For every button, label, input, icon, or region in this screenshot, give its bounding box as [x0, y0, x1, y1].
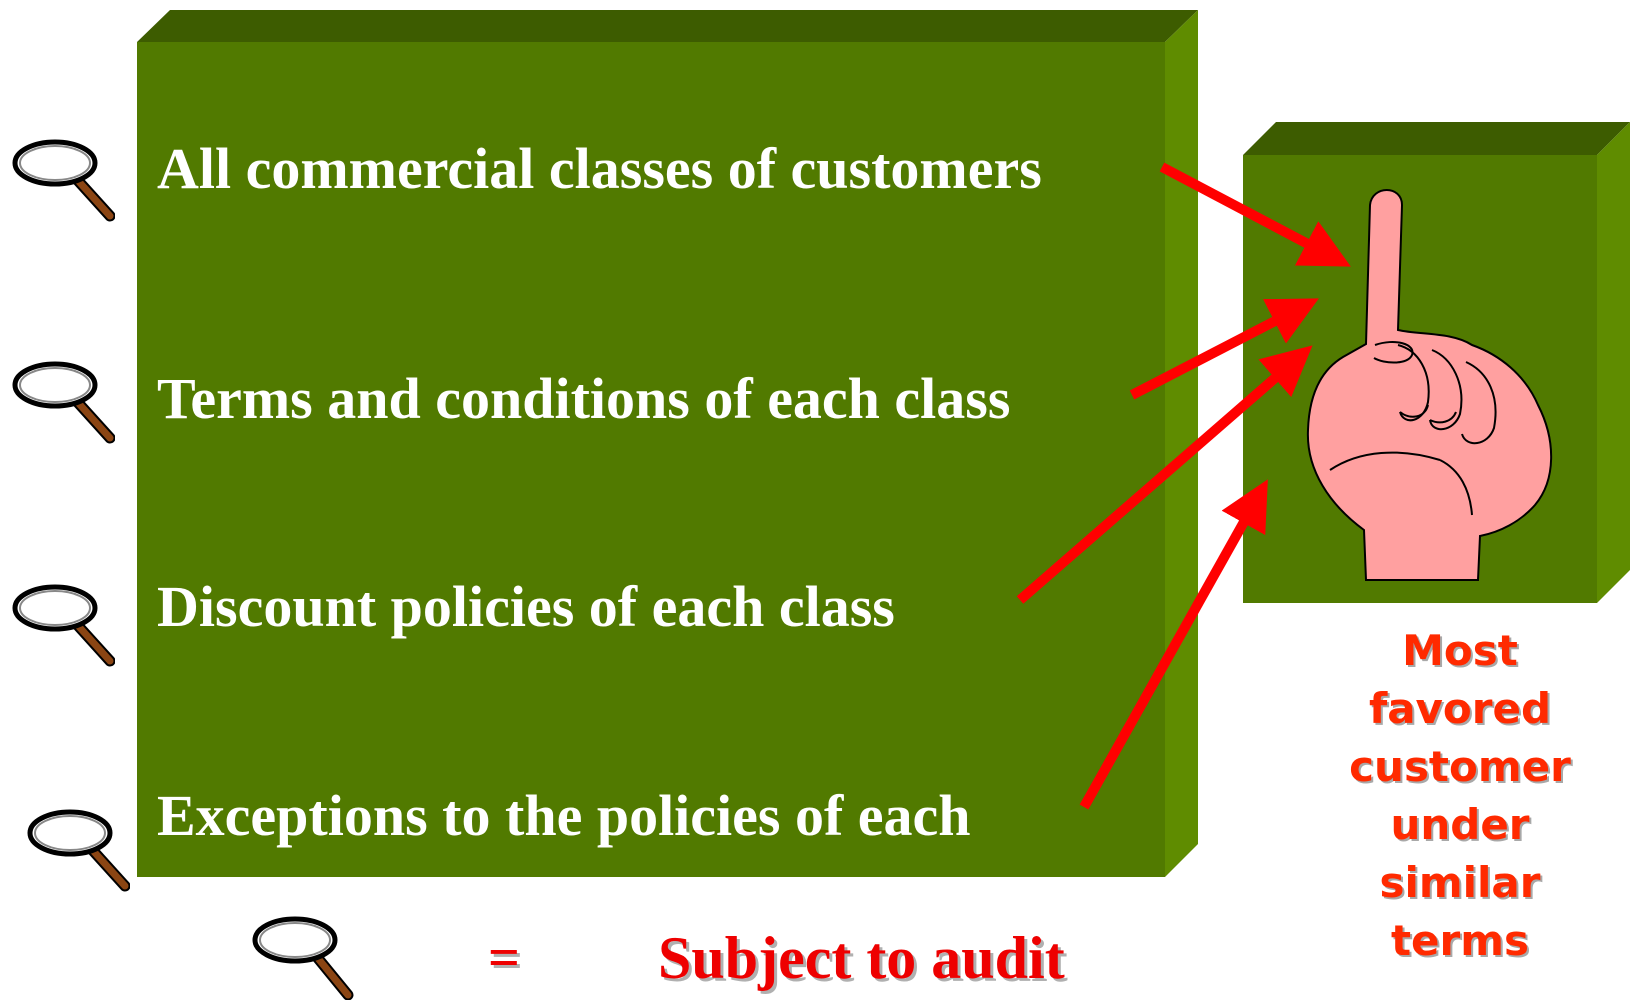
finger-outline-3: [1461, 361, 1497, 444]
palm-line: [1329, 451, 1441, 471]
criteria-item-terms: Terms and conditions of each class: [157, 366, 1011, 431]
criteria-item-classes: All commercial classes of customers: [157, 136, 1042, 201]
target-box-top: [1243, 122, 1630, 155]
caption-line: favored: [1368, 684, 1552, 733]
legend-meaning: Subject to audit: [658, 925, 1065, 991]
caption-line: Most: [1402, 626, 1518, 675]
criteria-box-side: [1165, 10, 1198, 877]
legend-magnifying-glass-icon: [252, 916, 354, 1000]
palm-line-2: [1439, 459, 1473, 516]
magnifying-glass-icon: [27, 809, 130, 892]
legend-equals: =: [488, 927, 520, 989]
caption-line: under: [1390, 800, 1530, 849]
caption-line: terms: [1390, 916, 1530, 965]
magnifying-glass-icon: [12, 361, 115, 444]
criteria-box-front: [137, 42, 1165, 877]
arrow-terms: [1129, 298, 1319, 400]
finger-outline-2: [1429, 349, 1463, 430]
finger-outline-1: [1397, 344, 1430, 422]
arrow-exceptions: [1079, 479, 1268, 810]
criteria-item-exceptions: Exceptions to the policies of each: [157, 783, 971, 848]
hand-shape: [1306, 189, 1553, 581]
criteria-item-discounts: Discount policies of each class: [157, 574, 895, 639]
caption-line: similar: [1379, 858, 1541, 907]
target-caption: Most favored customer under similar term…: [1300, 622, 1620, 970]
criteria-box: [137, 10, 1198, 877]
target-box-side: [1597, 122, 1630, 603]
arrow-classes: [1159, 162, 1351, 267]
magnifying-glass-icon: [12, 584, 115, 667]
arrow-discounts: [1016, 345, 1313, 604]
magnifying-glass-icon: [12, 139, 115, 222]
criteria-box-top: [137, 10, 1198, 42]
fingernail-2: [1399, 404, 1429, 418]
caption-line: customer: [1349, 742, 1571, 791]
fingernail-1: [1429, 411, 1457, 424]
